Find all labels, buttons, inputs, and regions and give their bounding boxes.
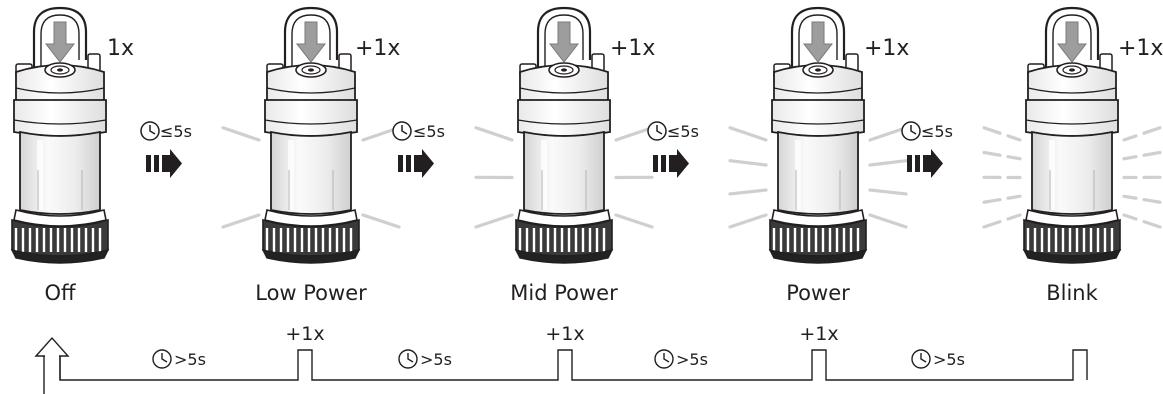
sequence-gap-time-3: >5s bbox=[676, 350, 708, 369]
next-mode-arrow-icon bbox=[653, 149, 689, 178]
light-ray bbox=[868, 213, 908, 229]
light-ray bbox=[982, 220, 1002, 229]
light-ray bbox=[221, 126, 261, 142]
light-ray bbox=[1122, 194, 1138, 200]
light-ray bbox=[1006, 155, 1022, 161]
sequence-gap-time-4: >5s bbox=[933, 350, 965, 369]
timeline-line bbox=[59, 348, 1088, 381]
mode-label-power: Power bbox=[786, 281, 850, 305]
lantern-mid-power bbox=[474, 6, 654, 264]
light-ray bbox=[1006, 134, 1022, 142]
light-ray bbox=[1142, 150, 1162, 157]
press-down-arrow-icon bbox=[44, 21, 76, 63]
clock-icon bbox=[152, 349, 172, 369]
sequence-press-label-3: +1x bbox=[799, 323, 838, 345]
lantern-off bbox=[10, 6, 110, 264]
light-ray bbox=[868, 159, 908, 167]
lantern-diffuser bbox=[19, 130, 101, 215]
clock-icon bbox=[911, 349, 931, 369]
light-ray bbox=[221, 213, 261, 229]
light-ray bbox=[1122, 134, 1138, 142]
lantern-diffuser bbox=[777, 130, 859, 215]
clock-icon bbox=[140, 121, 160, 141]
light-ray bbox=[982, 126, 1002, 135]
transition-time-1: ≤5s bbox=[160, 122, 192, 141]
press-label-mid-power: +1x bbox=[610, 36, 655, 61]
press-label-blink: +1x bbox=[1118, 36, 1163, 61]
transition-1 bbox=[140, 121, 182, 178]
sequence-gap-time-1: >5s bbox=[174, 350, 206, 369]
press-down-arrow-icon bbox=[295, 21, 327, 63]
clock-icon bbox=[901, 121, 921, 141]
light-rays bbox=[474, 126, 654, 229]
light-ray bbox=[982, 197, 1002, 204]
press-label-low-power: +1x bbox=[355, 36, 400, 61]
press-down-arrow-icon bbox=[1056, 21, 1088, 63]
light-ray bbox=[1142, 220, 1162, 229]
transition-3 bbox=[647, 121, 689, 178]
sequence-timeline bbox=[34, 336, 1088, 394]
light-rays bbox=[221, 126, 401, 229]
light-ray bbox=[361, 213, 401, 229]
light-rays bbox=[982, 126, 1162, 229]
light-ray bbox=[868, 126, 908, 142]
transition-time-3: ≤5s bbox=[667, 122, 699, 141]
mode-label-blink: Blink bbox=[1046, 281, 1098, 305]
light-ray bbox=[1122, 213, 1138, 221]
light-ray bbox=[1142, 197, 1162, 204]
light-rays bbox=[728, 126, 908, 229]
sequence-gap-time-2: >5s bbox=[420, 350, 452, 369]
lantern-blink bbox=[982, 6, 1162, 264]
light-ray bbox=[728, 188, 768, 196]
light-ray bbox=[474, 126, 514, 142]
light-ray bbox=[474, 213, 514, 229]
lantern-diffuser bbox=[523, 130, 605, 215]
lantern-diffuser bbox=[1031, 130, 1113, 215]
lantern-low-power bbox=[221, 6, 401, 264]
next-mode-arrow-icon bbox=[146, 149, 182, 178]
lantern-handle bbox=[536, 6, 592, 70]
transition-time-2: ≤5s bbox=[413, 122, 445, 141]
next-mode-arrow-icon bbox=[907, 149, 943, 178]
lantern-handle bbox=[790, 6, 846, 70]
clock-icon bbox=[392, 121, 412, 141]
lantern-handle bbox=[1044, 6, 1100, 70]
mode-label-low-power: Low Power bbox=[255, 281, 367, 305]
light-ray bbox=[614, 213, 654, 229]
clock-icon bbox=[398, 349, 418, 369]
sequence-press-label-2: +1x bbox=[545, 323, 584, 345]
press-label-off: 1x bbox=[107, 36, 134, 61]
sequence-press-label-1: +1x bbox=[285, 323, 324, 345]
light-ray bbox=[728, 126, 768, 142]
light-ray bbox=[1006, 194, 1022, 200]
clock-icon bbox=[654, 349, 674, 369]
press-down-arrow-icon bbox=[802, 21, 834, 63]
press-label-power: +1x bbox=[864, 36, 909, 61]
light-ray bbox=[614, 126, 654, 142]
light-ray bbox=[1142, 126, 1162, 135]
transition-time-4: ≤5s bbox=[921, 122, 953, 141]
transition-2 bbox=[392, 121, 434, 178]
light-ray bbox=[1006, 213, 1022, 221]
light-ray bbox=[1122, 155, 1138, 161]
light-ray bbox=[728, 159, 768, 167]
lantern-power bbox=[728, 6, 908, 264]
mode-label-off: Off bbox=[45, 281, 77, 305]
mode-label-mid-power: Mid Power bbox=[510, 281, 618, 305]
lantern-diffuser bbox=[270, 130, 352, 215]
light-ray bbox=[868, 188, 908, 196]
transition-4 bbox=[901, 121, 943, 178]
return-to-off-arrow bbox=[34, 336, 70, 394]
light-ray bbox=[982, 150, 1002, 157]
lantern-handle bbox=[32, 6, 88, 70]
press-down-arrow-icon bbox=[548, 21, 580, 63]
next-mode-arrow-icon bbox=[398, 149, 434, 178]
clock-icon bbox=[647, 121, 667, 141]
light-ray bbox=[728, 213, 768, 229]
lantern-handle bbox=[283, 6, 339, 70]
